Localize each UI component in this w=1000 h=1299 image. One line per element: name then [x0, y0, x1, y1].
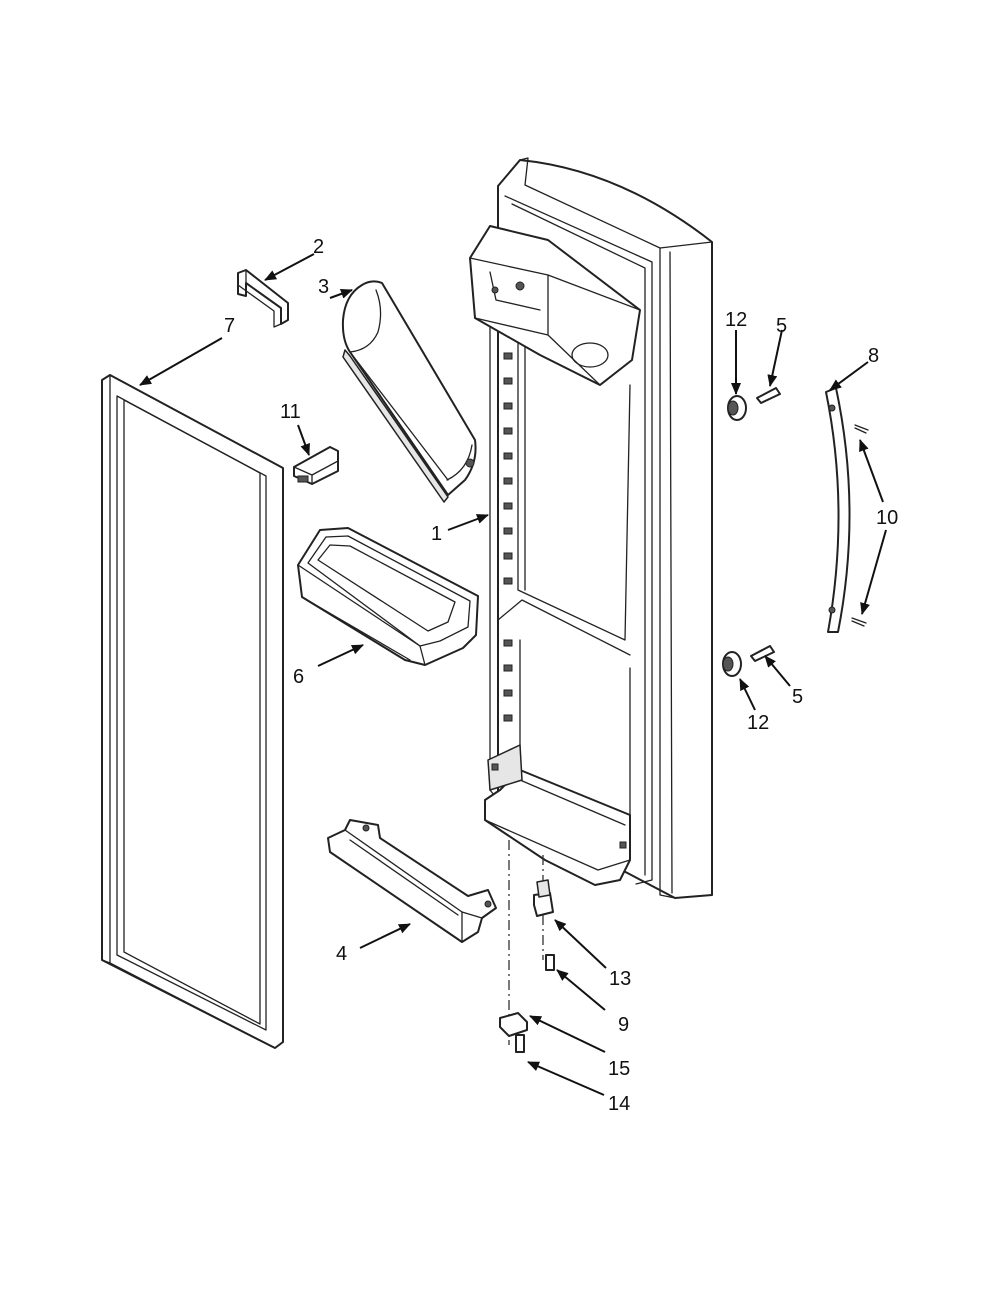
door-bin-part: [297, 527, 479, 666]
callout-10: 10: [876, 507, 898, 529]
callout-5-lower: 5: [792, 686, 803, 708]
callout-4: 4: [336, 943, 347, 965]
callout-12-upper: 12: [725, 309, 747, 331]
hinge-screw-part: [545, 954, 555, 971]
callout-6: 6: [293, 666, 304, 688]
trim-clip-part: [237, 269, 289, 328]
callout-13: 13: [609, 968, 631, 990]
shelf-rail-part: [327, 819, 497, 943]
callout-8: 8: [868, 345, 879, 367]
door-handle-part: [825, 387, 851, 633]
callout-5-upper: 5: [776, 315, 787, 337]
screw-lower-part: [750, 645, 775, 662]
screw-upper-part: [756, 387, 781, 404]
hinge-pin-part: [533, 879, 554, 917]
callout-12-lower: 12: [747, 712, 769, 734]
door-gasket-part: [101, 374, 284, 1049]
callout-15: 15: [608, 1058, 630, 1080]
handle-spacer-lower-part: [722, 651, 742, 677]
callout-1: 1: [431, 523, 442, 545]
hinge-bolt-part: [515, 1034, 525, 1053]
callout-3: 3: [318, 276, 329, 298]
callout-11: 11: [280, 401, 301, 423]
dispenser-bin-part: [341, 280, 477, 503]
callout-labels: 2 3 7 11 1 6 4 12 5 8 10 5 12 13 9 15 14: [224, 236, 898, 1115]
hinge-bracket-part: [499, 1012, 528, 1037]
shelf-post-holes: [503, 352, 513, 722]
handle-screws-part: [851, 424, 869, 627]
door-clip-part: [293, 446, 339, 485]
door-liner-part: [469, 157, 713, 899]
callout-14: 14: [608, 1093, 630, 1115]
callout-9: 9: [618, 1014, 629, 1036]
callout-2: 2: [313, 236, 324, 258]
handle-spacer-upper-part: [727, 395, 747, 421]
leader-lines: [139, 253, 887, 1096]
callout-7: 7: [224, 315, 235, 337]
